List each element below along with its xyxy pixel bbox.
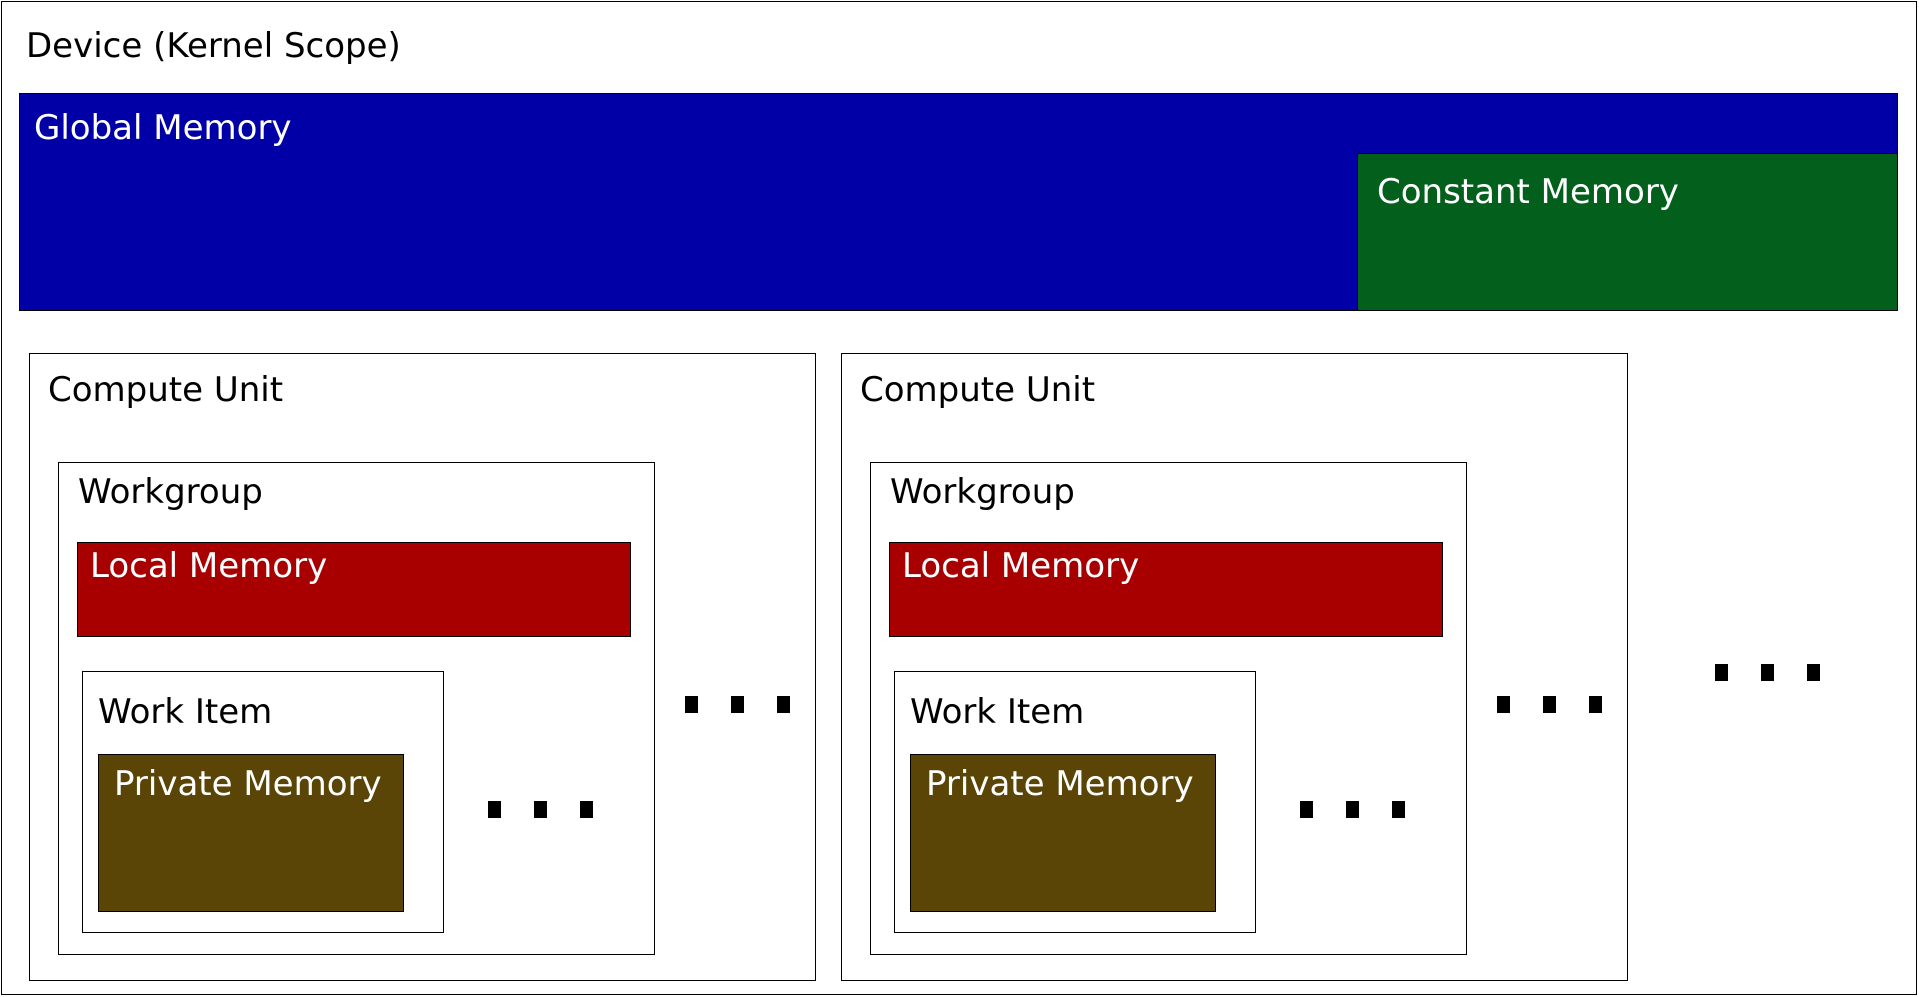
work-item-1-label: Work Item <box>98 692 273 732</box>
more-workgroups-ellipsis-2 <box>1497 696 1602 713</box>
more-work-items-ellipsis-2 <box>1300 801 1405 818</box>
workgroup-1-label: Workgroup <box>78 472 263 512</box>
private-memory-2-label: Private Memory <box>926 764 1194 804</box>
local-memory-1-label: Local Memory <box>90 546 328 586</box>
work-item-2-label: Work Item <box>910 692 1085 732</box>
global-memory-label: Global Memory <box>34 108 292 148</box>
private-memory-1-label: Private Memory <box>114 764 382 804</box>
more-workgroups-ellipsis-1 <box>685 696 790 713</box>
compute-unit-1-label: Compute Unit <box>48 370 284 410</box>
private-memory-2-block <box>910 754 1216 912</box>
constant-memory-label: Constant Memory <box>1377 172 1679 212</box>
local-memory-1-block <box>77 542 631 637</box>
workgroup-2-label: Workgroup <box>890 472 1075 512</box>
constant-memory-block <box>1357 153 1898 311</box>
more-work-items-ellipsis-1 <box>488 801 593 818</box>
compute-unit-2-label: Compute Unit <box>860 370 1096 410</box>
more-compute-units-ellipsis <box>1715 664 1820 681</box>
local-memory-2-block <box>889 542 1443 637</box>
device-title: Device (Kernel Scope) <box>26 26 401 66</box>
local-memory-2-label: Local Memory <box>902 546 1140 586</box>
private-memory-1-block <box>98 754 404 912</box>
